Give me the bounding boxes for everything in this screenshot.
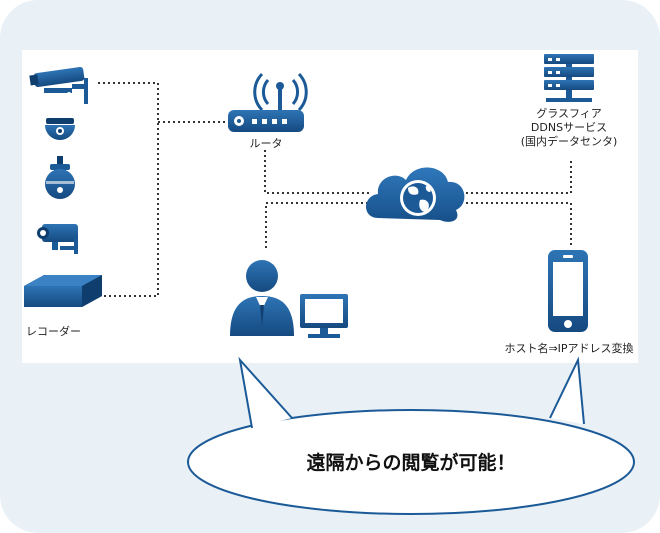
recorder-label: レコーダー xyxy=(26,324,81,338)
monitor-icon xyxy=(300,294,348,338)
phone-label: ホスト名⇒IPアドレス変換 xyxy=(504,341,633,355)
ptz-camera-icon xyxy=(45,156,75,199)
server-label-line1: グラスフィア xyxy=(536,106,602,120)
server-icon xyxy=(544,54,594,102)
recorder-icon xyxy=(24,275,102,307)
speech-bubble xyxy=(187,356,635,515)
box-camera-icon xyxy=(37,224,78,254)
dome-camera-icon xyxy=(45,118,75,140)
server-label-line2: DDNSサービス xyxy=(531,121,607,134)
user-icon xyxy=(230,260,294,336)
router-icon xyxy=(228,72,308,132)
bubble-text: 遠隔からの閲覧が可能！ xyxy=(306,451,515,474)
smartphone-icon xyxy=(548,250,588,332)
bullet-camera-icon xyxy=(29,66,88,104)
connection-lines xyxy=(98,82,572,297)
router-label: ルータ xyxy=(250,137,283,150)
server-label-line3: (国内データセンタ) xyxy=(521,134,618,148)
cloud-globe-icon xyxy=(366,167,465,222)
